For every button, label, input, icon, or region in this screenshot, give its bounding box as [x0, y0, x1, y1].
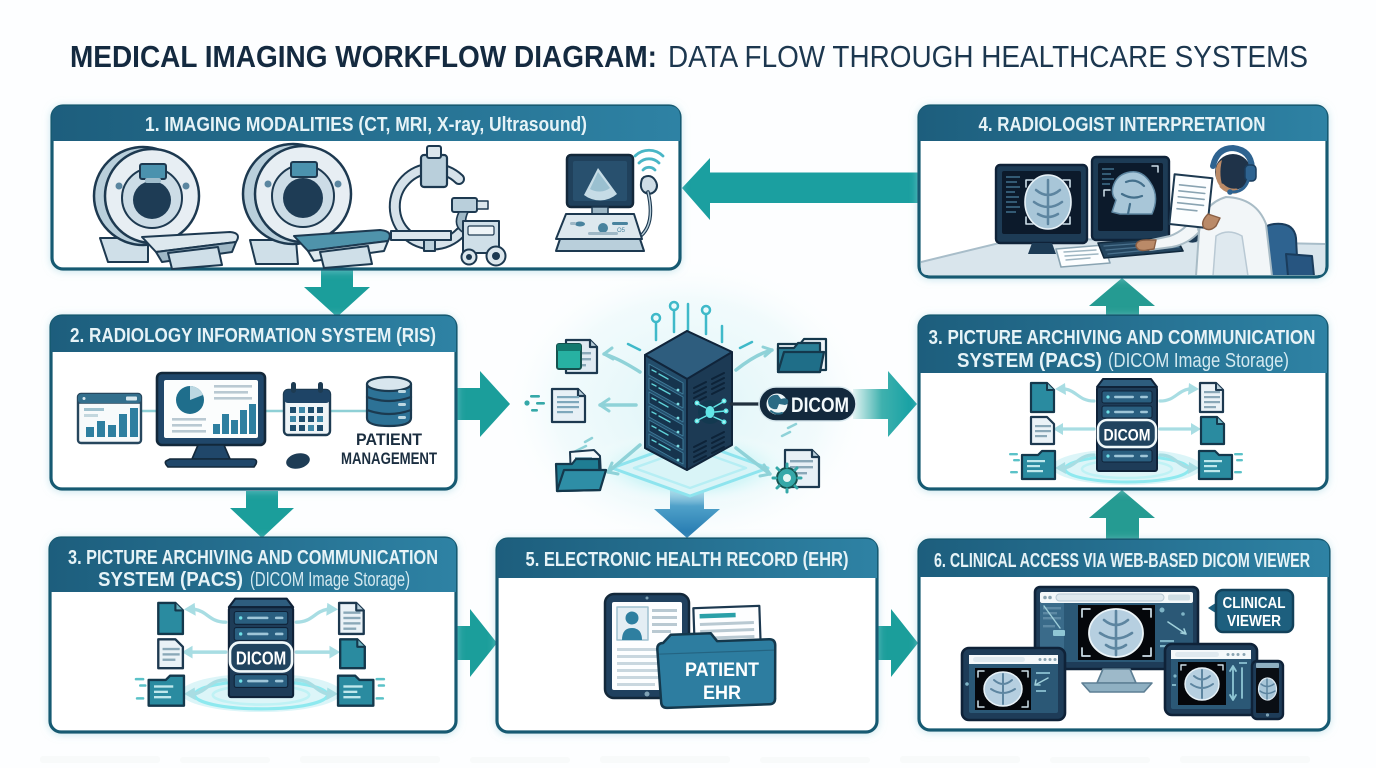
svg-text:3. PICTURE ARCHIVING AND COMMU: 3. PICTURE ARCHIVING AND COMMUNICATION	[68, 547, 438, 569]
svg-text:DICOM: DICOM	[791, 394, 849, 417]
svg-text:CLINICAL: CLINICAL	[1223, 595, 1286, 612]
svg-text:MEDICAL IMAGING WORKFLOW DIAGR: MEDICAL IMAGING WORKFLOW DIAGRAM:	[70, 39, 657, 74]
svg-text:SYSTEM (PACS): SYSTEM (PACS)	[98, 569, 243, 591]
svg-text:5. ELECTRONIC HEALTH RECORD (E: 5. ELECTRONIC HEALTH RECORD (EHR)	[526, 549, 849, 571]
svg-text:4. RADIOLOGIST INTERPRETATION: 4. RADIOLOGIST INTERPRETATION	[979, 114, 1266, 136]
svg-text:1. IMAGING MODALITIES (CT, MRI: 1. IMAGING MODALITIES (CT, MRI, X-ray, U…	[145, 114, 587, 136]
svg-text:O5: O5	[617, 228, 626, 234]
svg-text:2. RADIOLOGY INFORMATION SYSTE: 2. RADIOLOGY INFORMATION SYSTEM (RIS)	[70, 325, 436, 347]
svg-text:DATA FLOW THROUGH HEALTHCARE S: DATA FLOW THROUGH HEALTHCARE SYSTEMS	[668, 39, 1308, 74]
svg-text:MANAGEMENT: MANAGEMENT	[341, 449, 437, 468]
svg-text:EHR: EHR	[703, 683, 741, 704]
svg-text:SYSTEM (PACS): SYSTEM (PACS)	[957, 350, 1102, 372]
svg-text:(DICOM Image Storage): (DICOM Image Storage)	[250, 569, 410, 591]
svg-text:6. CLINICAL ACCESS VIA WEB-BAS: 6. CLINICAL ACCESS VIA WEB-BASED DICOM V…	[934, 550, 1310, 572]
svg-text:3. PICTURE ARCHIVING AND COMMU: 3. PICTURE ARCHIVING AND COMMUNICATION	[929, 327, 1316, 349]
svg-text:VIEWER: VIEWER	[1227, 613, 1281, 630]
svg-text:PATIENT: PATIENT	[356, 430, 423, 449]
svg-text:(DICOM Image Storage): (DICOM Image Storage)	[1108, 350, 1289, 372]
svg-text:PATIENT: PATIENT	[685, 660, 759, 681]
